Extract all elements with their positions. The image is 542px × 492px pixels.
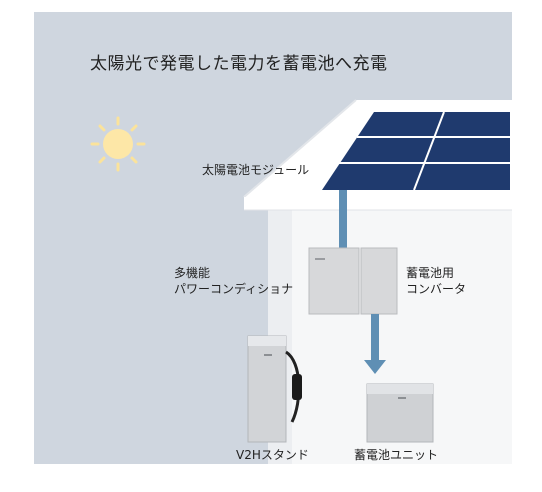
power-conditioner-label-line1: 多機能: [174, 266, 211, 280]
roof-edge: [243, 99, 357, 198]
battery-unit: [366, 383, 434, 443]
converter-label-line2: コンバータ: [406, 282, 467, 296]
power-conditioner-unit: [308, 247, 360, 315]
house-scene: [90, 99, 512, 464]
flow-pipe-converter-to-battery: [371, 314, 379, 360]
battery-unit-label: 蓄電池ユニット: [354, 448, 439, 462]
v2h-stand: [247, 335, 302, 443]
v2h-stand-label: V2Hスタンド: [236, 448, 309, 462]
flow-arrow-head: [364, 360, 386, 374]
roof-eave: [244, 197, 512, 210]
converter-label-line1: 蓄電池用: [406, 266, 455, 280]
power-conditioner-label: 多機能 パワーコンディショナ: [174, 265, 293, 297]
page-title: 太陽光で発電した電力を蓄電池へ充電: [90, 54, 388, 74]
solar-module: [322, 111, 510, 191]
sun-icon: [90, 116, 146, 172]
converter-unit: [360, 247, 398, 315]
flow-pipe-panel-to-pcs: [339, 190, 347, 248]
converter-label: 蓄電池用 コンバータ: [406, 265, 466, 297]
diagram-panel: 太陽光で発電した電力を蓄電池へ充電 太陽電池モジュール 多機能 パワーコンディシ…: [34, 12, 512, 464]
solar-module-label: 太陽電池モジュール: [202, 163, 310, 177]
power-conditioner-label-line2: パワーコンディショナ: [174, 282, 294, 296]
